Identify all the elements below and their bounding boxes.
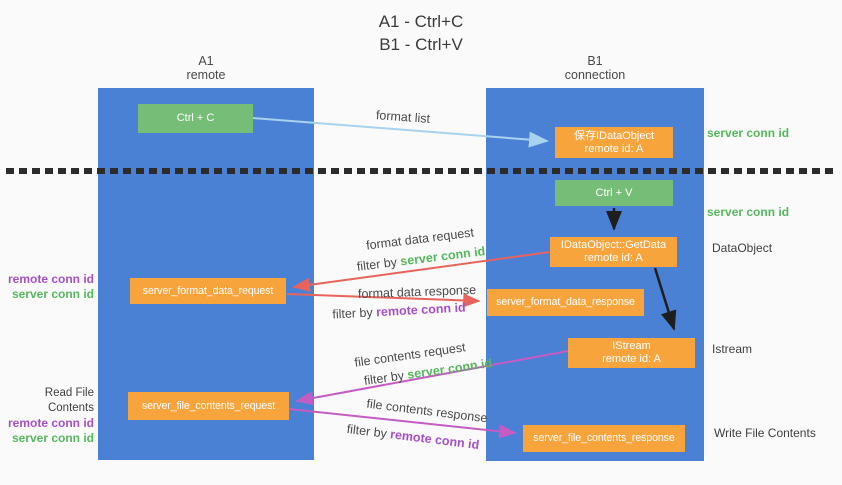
node-istream: IStream remote id: A (568, 338, 695, 368)
label-remote-conn-id-1: remote conn id (7, 272, 94, 286)
node-getdata-line2: remote id: A (584, 252, 643, 264)
node-file-request-label: server_file_contents_request (141, 399, 276, 412)
annotation-format-list: format list (375, 108, 431, 126)
annotation-format-data-response: format data response (357, 282, 477, 302)
node-format-request-label: server_format_data_request (142, 284, 274, 297)
label-server-conn-id-mid: server conn id (707, 205, 790, 219)
lane-a1-name: A1 (198, 54, 214, 68)
node-file-response-label: server_file_contents_response (533, 432, 675, 444)
node-ctrl-c: Ctrl + C (138, 104, 253, 133)
title-line-1: A1 - Ctrl+C (378, 12, 464, 31)
node-idataobject-getdata: IDataObject::GetData remote id: A (550, 237, 677, 267)
diagram-title: A1 - Ctrl+C B1 - Ctrl+V (0, 11, 842, 57)
node-save-idataobject: 保存IDataObject remote id: A (555, 127, 673, 158)
lane-a1-role: remote (186, 68, 226, 82)
filter-by-text: filter by (363, 367, 409, 388)
left-conn-id-cluster-1: remote conn id server conn id (0, 272, 94, 302)
node-server-file-contents-response: server_file_contents_response (523, 425, 685, 452)
lane-b1-name: B1 (587, 54, 603, 68)
filter-by-text: filter by (356, 254, 402, 274)
node-istream-line2: remote id: A (602, 353, 661, 365)
lane-header-a1: A1 remote (98, 54, 314, 82)
node-save-idataobject-line1: 保存IDataObject (573, 129, 655, 142)
node-server-format-data-request: server_format_data_request (130, 278, 286, 304)
node-format-response-label: server_format_data_response (496, 296, 635, 308)
label-server-conn-id-1: server conn id (11, 287, 94, 301)
title-line-2: B1 - Ctrl+V (379, 34, 463, 54)
node-ctrl-v: Ctrl + V (555, 180, 673, 206)
label-dataobject: DataObject (712, 241, 773, 255)
annotation-filter-by-remote-2: filter by remote conn id (346, 422, 480, 452)
label-server-conn-id-2: server conn id (11, 431, 94, 445)
lane-b1-role: connection (564, 68, 626, 82)
annotation-file-contents-response: file contents response (365, 396, 489, 426)
label-read-file-contents: Read File Contents (44, 387, 94, 414)
node-server-file-contents-request: server_file_contents_request (128, 392, 289, 420)
dotted-divider (6, 168, 834, 174)
label-write-file-contents: Write File Contents (714, 426, 816, 440)
filter-by-text: filter by (345, 421, 392, 442)
node-server-format-data-response: server_format_data_response (487, 289, 644, 316)
server-conn-id-text: server conn id (399, 244, 486, 269)
node-ctrl-c-label: Ctrl + C (176, 112, 215, 124)
remote-conn-id-text: remote conn id (389, 427, 481, 453)
left-conn-id-cluster-2: Read File Contents remote conn id server… (0, 386, 94, 446)
label-remote-conn-id-2: remote conn id (7, 416, 94, 430)
node-getdata-line1: IDataObject::GetData (560, 239, 667, 251)
label-istream: Istream (712, 342, 753, 356)
remote-conn-id-text: remote conn id (375, 300, 466, 320)
node-save-idataobject-line2: remote id: A (584, 142, 644, 155)
annotation-filter-by-remote-1: filter by remote conn id (332, 301, 466, 322)
node-istream-line1: IStream (612, 340, 651, 352)
filter-by-text: filter by (332, 305, 377, 322)
label-server-conn-id-top: server conn id (707, 126, 790, 140)
lane-header-b1: B1 connection (486, 54, 704, 82)
node-ctrl-v-label: Ctrl + V (595, 186, 633, 199)
